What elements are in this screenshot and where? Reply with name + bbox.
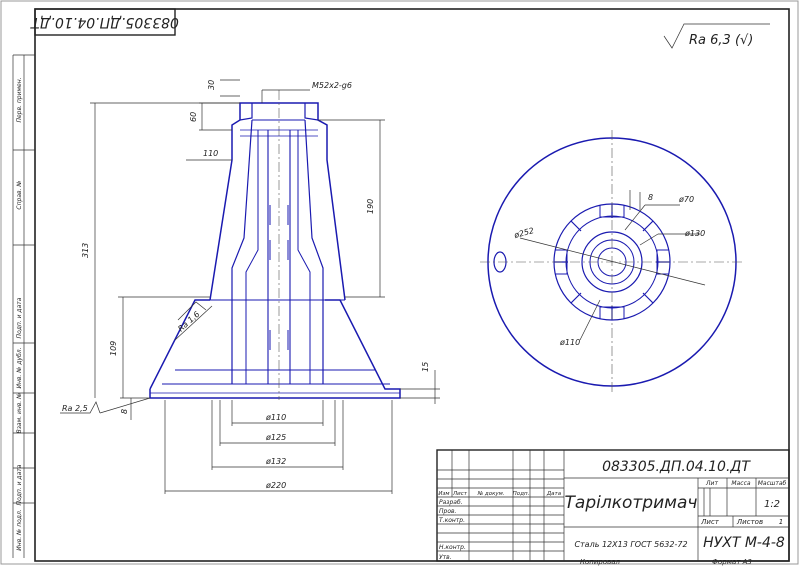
side-label-podl: Инв. № подл. <box>16 509 23 550</box>
tb-col-doc: № докум. <box>476 491 504 497</box>
front-dimensions: М52х2-g6 30 60 110 190 313 109 15 8 <box>60 79 440 494</box>
roughness-symbol: Ra 6,3 (√) <box>663 23 770 49</box>
tb-hdr-scale: Масштаб <box>758 480 787 487</box>
tb-sheet-no: 1 <box>779 518 783 526</box>
ra-25: Ra 2,5 <box>62 404 88 413</box>
dim-30: 30 <box>207 80 216 90</box>
tb-row-nkontr: Н.контр. <box>439 544 466 551</box>
dim-190: 190 <box>366 199 375 214</box>
tb-col-izm: Изм <box>438 491 449 497</box>
dia-110: ø110 <box>265 413 286 422</box>
top-view: ø252 ø70 ø130 8 ø110 <box>480 130 745 395</box>
side-label-sprav: Справ. № <box>16 180 23 209</box>
dia-252: ø252 <box>512 226 535 240</box>
dim-8: 8 <box>120 409 129 414</box>
tb-org: НУХТ М-4-8 <box>703 535 785 551</box>
side-label-vzam: Взам. инв. № <box>16 393 23 434</box>
tb-hdr-lit: Лит <box>705 480 718 487</box>
rotated-stamp: 083305.ДП.04.10.ДТ <box>30 8 179 36</box>
tb-col-data: Дата <box>546 491 562 497</box>
drawing-frame <box>34 8 790 562</box>
tb-row-razrab: Разраб. <box>439 499 463 506</box>
front-body <box>209 102 346 301</box>
side-label-perv: Перв. примен. <box>16 77 23 122</box>
side-label-podp1: Подп. и дата <box>16 297 23 338</box>
dim-110-top: 110 <box>203 149 218 158</box>
tb-row-utv: Утв. <box>439 554 452 561</box>
dia-125: ø125 <box>265 433 286 442</box>
dim-15: 15 <box>421 362 430 372</box>
tb-hdr-sheets: Листов <box>736 518 763 526</box>
tb-hdr-sheet: Лист <box>700 518 720 526</box>
front-base <box>149 299 401 399</box>
tb-copied: Копировал <box>580 558 621 566</box>
dim-109: 109 <box>109 341 118 356</box>
dia-70: ø70 <box>678 195 694 204</box>
tb-row-tkontr: Т.контр. <box>439 517 465 524</box>
dia-110-top: ø110 <box>559 338 580 347</box>
dia-132: ø132 <box>265 457 286 466</box>
tb-hdr-mass: Масса <box>731 480 750 487</box>
front-view <box>149 90 401 400</box>
tb-format: Формат А3 <box>712 558 752 566</box>
dia-130: ø130 <box>684 229 705 238</box>
dim-60: 60 <box>189 112 198 122</box>
side-label-podp2: Подп. и дата <box>16 464 23 505</box>
side-label-dubl: Инв. № дубл. <box>16 347 23 388</box>
dia-220: ø220 <box>265 481 286 490</box>
side-strip: Перв. примен. Справ. № Подп. и дата Инв.… <box>12 54 35 558</box>
tb-col-podp: Подп. <box>513 491 530 497</box>
roughness-text: Ra 6,3 (√) <box>689 33 753 48</box>
top-dim-8: 8 <box>648 193 653 202</box>
tb-row-prov: Пров. <box>439 508 457 515</box>
thread-label: М52х2-g6 <box>312 81 352 90</box>
tb-part-name: Тарілкотримач <box>565 493 698 513</box>
dim-313: 313 <box>81 243 90 258</box>
tb-material: Сталь 12Х13 ГОСТ 5632-72 <box>574 540 687 549</box>
title-block: 083305.ДП.04.10.ДТ Тарілкотримач Сталь 1… <box>436 449 790 566</box>
tb-scale: 1:2 <box>764 499 780 510</box>
rotated-stamp-code: 083305.ДП.04.10.ДТ <box>30 14 179 30</box>
tb-doc-code: 083305.ДП.04.10.ДТ <box>602 459 751 475</box>
tb-col-list: Лист <box>452 491 468 497</box>
